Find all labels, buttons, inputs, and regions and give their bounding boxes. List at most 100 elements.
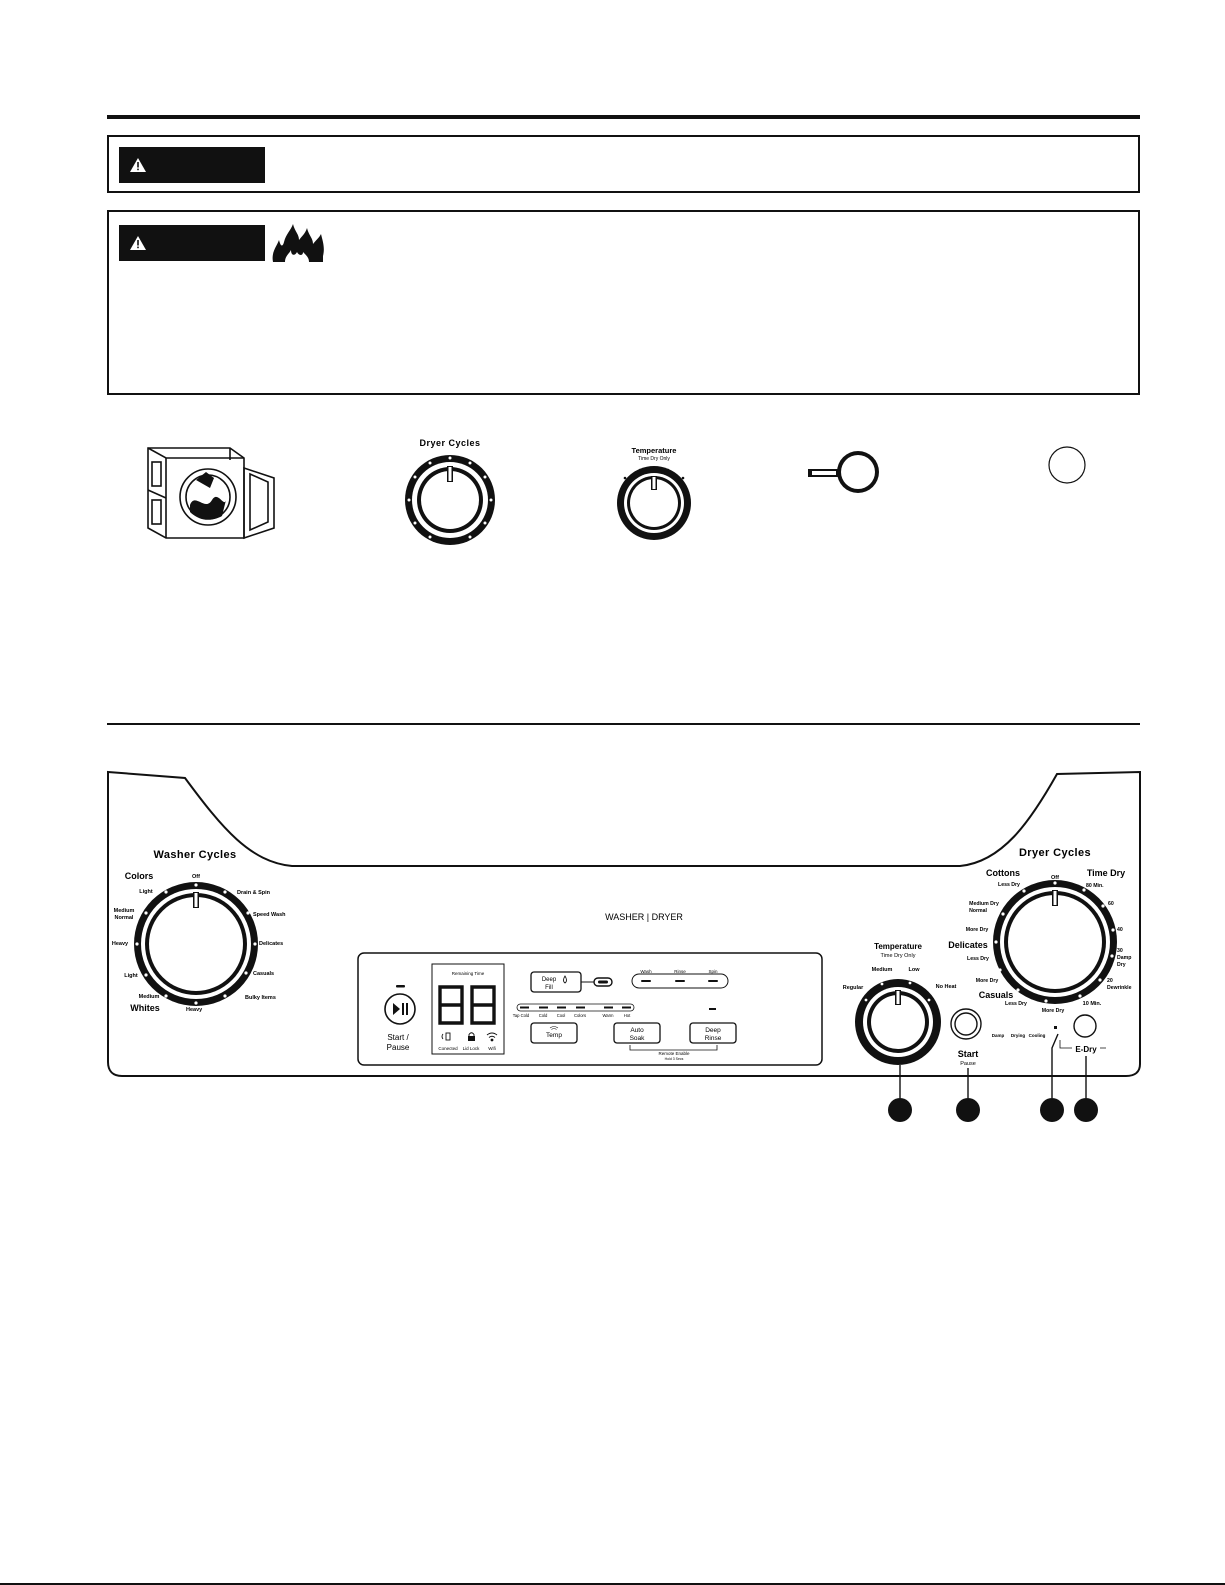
temp-light <box>557 1006 566 1009</box>
temp-light-bar <box>516 1003 635 1012</box>
dryer-temp-label: Low <box>909 967 921 973</box>
lock-icon <box>468 1032 475 1041</box>
stage-light <box>675 980 685 982</box>
dryer-left-label: Medium Dry <box>969 901 999 907</box>
dryer-right-label: Damp <box>1117 955 1131 961</box>
deep-fill-button[interactable]: Deep Fill <box>530 971 582 993</box>
dryer-cycles-knob-icon <box>405 455 495 545</box>
dryer-off-label: Off <box>1051 875 1059 881</box>
callout-marker-3 <box>1040 1098 1064 1122</box>
washer-left-label: Medium <box>114 908 135 914</box>
temp-light <box>622 1006 631 1009</box>
stage-light <box>708 980 718 982</box>
warning-triangle-icon <box>130 158 146 172</box>
warning-label-bar <box>119 147 265 183</box>
dryer-start-button[interactable] <box>950 1008 982 1040</box>
stage-label: Rinse <box>674 969 686 974</box>
status-light-label: Cooling <box>1029 1033 1046 1038</box>
dryer-left-label: More Dry <box>1042 1008 1065 1014</box>
dryer-left-label: More Dry <box>966 927 989 933</box>
dryer-left-label: More Dry <box>976 978 999 984</box>
pause-icon <box>402 1003 404 1015</box>
temp-light <box>576 1006 585 1009</box>
dryer-temp-label: Regular <box>843 985 864 991</box>
washer-right-label: Heavy <box>186 1007 203 1013</box>
washer-colors-label: Colors <box>125 871 154 881</box>
dryer-cycles-icon-label: Dryer Cycles <box>419 438 480 448</box>
washer-whites-label: Whites <box>130 1003 160 1013</box>
svg-text:Temp: Temp <box>546 1032 562 1039</box>
dryer-cycles-title: Dryer Cycles <box>1019 847 1091 859</box>
start-pause-label: Pause <box>387 1043 410 1052</box>
temp-light <box>604 1006 613 1009</box>
bottom-rule <box>0 1583 1225 1585</box>
svg-text:Rinse: Rinse <box>705 1035 722 1042</box>
washer-left-label: Normal <box>115 915 134 921</box>
edry-button-icon <box>1048 446 1086 484</box>
dryer-temperature-knob[interactable] <box>855 979 941 1065</box>
fire-hazard-icon <box>272 224 324 262</box>
temp-option-label: Hot <box>624 1013 631 1018</box>
dryer-start-label: Start <box>958 1049 979 1059</box>
washer-off-label: Off <box>192 874 200 880</box>
temp-option-label: Cool <box>557 1013 566 1018</box>
callout-line <box>1051 1033 1059 1098</box>
deep-rinse-button[interactable]: Deep Rinse <box>689 1022 737 1044</box>
brand-label: WASHER | DRYER <box>605 912 683 922</box>
feature-icons-row: Dryer Cycles Temperature Time Dry Only <box>147 438 1086 545</box>
start-pause-indicator <box>396 985 405 988</box>
dryer-left-label: Normal <box>969 908 987 914</box>
washer-right-label: Bulky Items <box>245 995 276 1001</box>
dryer-cycles-knob[interactable] <box>993 880 1117 1004</box>
dryer-open-door-illustration <box>147 447 275 540</box>
status-light-label: Drying <box>1011 1033 1026 1038</box>
temperature-knob-icon <box>617 466 691 540</box>
temp-light <box>539 1006 548 1009</box>
dryer-temp-title: Temperature <box>874 942 922 951</box>
washer-left-label: Medium <box>139 994 160 1000</box>
dryer-casuals-label: Casuals <box>979 990 1014 1000</box>
temp-button[interactable]: Temp <box>530 1022 578 1044</box>
svg-text:Soak: Soak <box>630 1035 646 1042</box>
washer-left-label: Light <box>139 889 153 895</box>
dryer-right-label: 30 <box>1117 948 1123 954</box>
dryer-pause-label: Pause <box>960 1061 976 1067</box>
play-icon <box>393 1003 400 1015</box>
stage-label: Wash <box>640 969 652 974</box>
start-pause-label: Start / <box>387 1033 409 1042</box>
dryer-right-label: 60 <box>1108 901 1114 907</box>
status-indicator-light <box>1054 1026 1057 1029</box>
dryer-cottons-label: Cottons <box>986 868 1020 878</box>
dryer-right-label: 40 <box>1117 927 1123 933</box>
washer-cycles-knob[interactable] <box>134 882 258 1006</box>
dryer-right-label: 20 <box>1107 978 1113 984</box>
stage-light <box>641 980 651 982</box>
remote-enable-bracket <box>629 1045 718 1051</box>
connected-icon <box>441 1032 451 1041</box>
remote-enable-label: Remote Enable <box>658 1051 690 1056</box>
deep-rinse-indicator <box>709 1008 716 1010</box>
water-drop-icon <box>563 975 567 984</box>
washer-right-label: Speed Wash <box>253 912 286 918</box>
temp-option-label: Warm <box>602 1013 614 1018</box>
wifi-icon <box>549 1026 559 1030</box>
washer-right-label: Casuals <box>253 971 274 977</box>
top-rule <box>107 115 1140 119</box>
dryer-right-label: Dewrinkle <box>1107 985 1132 991</box>
washer-right-label: Delicates <box>259 941 283 947</box>
washer-right-label: Drain & Spin <box>237 890 271 896</box>
edry-bracket <box>1059 1040 1106 1049</box>
seven-segment-digits <box>438 985 496 1025</box>
washer-left-label: Heavy <box>112 941 129 947</box>
edry-label: E-Dry <box>1075 1045 1097 1054</box>
callout-marker-1 <box>888 1098 912 1122</box>
edry-button[interactable] <box>1073 1014 1097 1038</box>
status-label-wifi: Wifi <box>488 1046 496 1051</box>
callout-marker-4 <box>1074 1098 1098 1122</box>
status-label-lid-lock: Lid Lock <box>463 1046 481 1051</box>
auto-soak-button[interactable]: Auto Soak <box>613 1022 661 1044</box>
warning-box-1 <box>107 135 1140 193</box>
indicator-light-icon <box>808 451 879 493</box>
washer-start-pause-button[interactable] <box>384 993 416 1025</box>
dryer-time-dry-label: Time Dry <box>1087 868 1125 878</box>
